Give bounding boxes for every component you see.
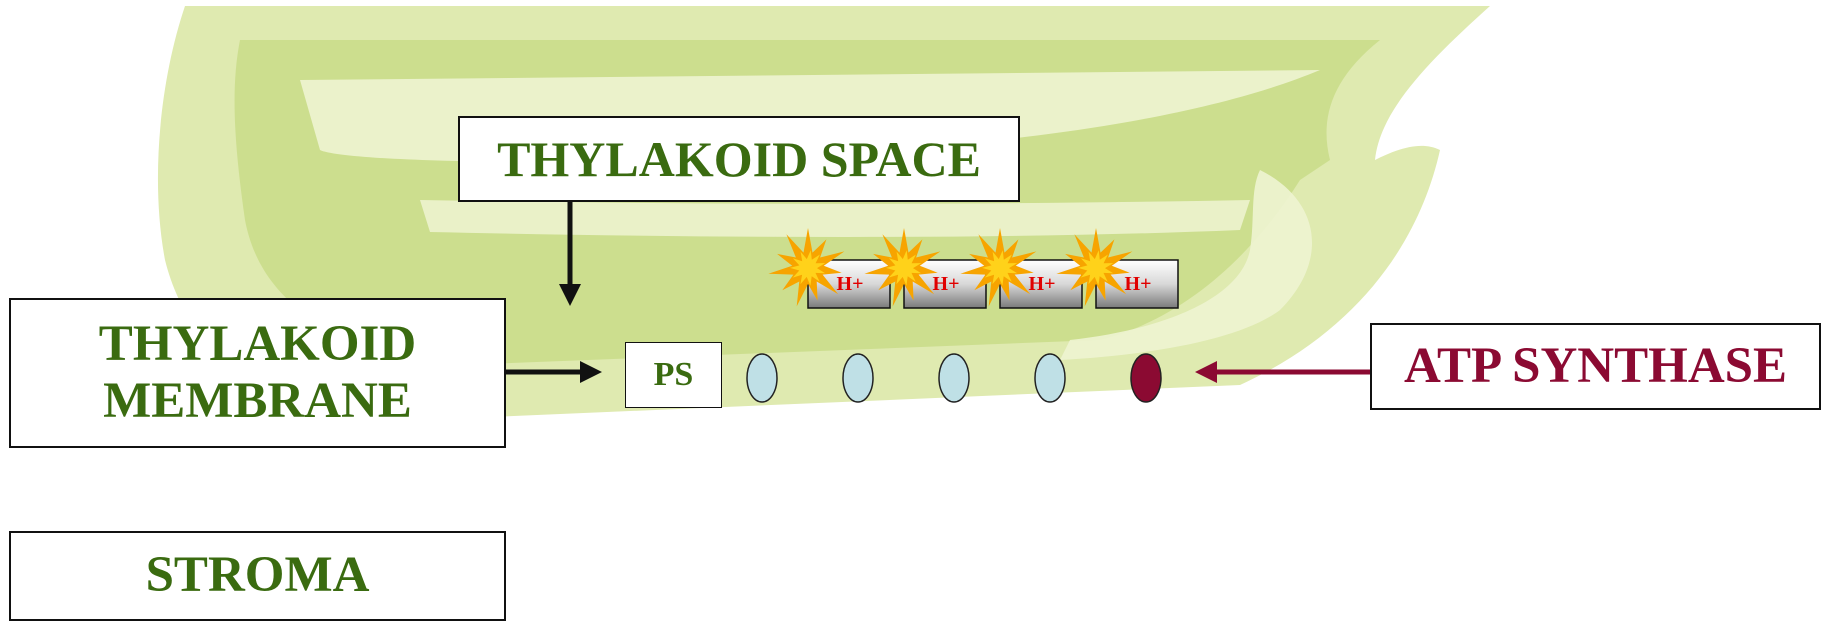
arrow-down-icon xyxy=(559,202,581,306)
carrier-oval xyxy=(938,353,970,403)
arrow-right-icon xyxy=(506,361,602,383)
burst-icon-core xyxy=(1078,250,1114,286)
burst-icon-core xyxy=(790,250,826,286)
thylakoid-membrane-label: THYLAKOID MEMBRANE xyxy=(9,298,506,448)
proton-label: H+ xyxy=(933,273,960,295)
thylakoid-membrane-line2: MEMBRANE xyxy=(103,373,412,429)
thylakoid-space-text: THYLAKOID SPACE xyxy=(497,131,981,187)
stroma-label: STROMA xyxy=(9,531,506,621)
burst-icon-core xyxy=(886,250,922,286)
photosystem-box: PS xyxy=(625,342,722,408)
carrier-oval xyxy=(746,353,778,403)
thylakoid-membrane-line1: THYLAKOID xyxy=(98,315,417,372)
electron-carriers xyxy=(746,353,1162,403)
thylakoid-space-label: THYLAKOID SPACE xyxy=(458,116,1020,202)
burst-icon-core xyxy=(982,250,1018,286)
proton-label: H+ xyxy=(837,273,864,295)
carrier-oval xyxy=(1034,353,1066,403)
photosystem-text: PS xyxy=(653,355,694,393)
proton-label: H+ xyxy=(1029,273,1056,295)
arrow-left-icon xyxy=(1195,361,1370,383)
atp-synthase-oval xyxy=(1130,353,1162,403)
atp-synthase-label: ATP SYNTHASE xyxy=(1370,323,1821,410)
burst-icons xyxy=(768,228,1133,307)
stroma-text: STROMA xyxy=(145,547,370,604)
atp-synthase-text: ATP SYNTHASE xyxy=(1403,337,1788,394)
carrier-oval xyxy=(842,353,874,403)
proton-label: H+ xyxy=(1125,273,1152,295)
